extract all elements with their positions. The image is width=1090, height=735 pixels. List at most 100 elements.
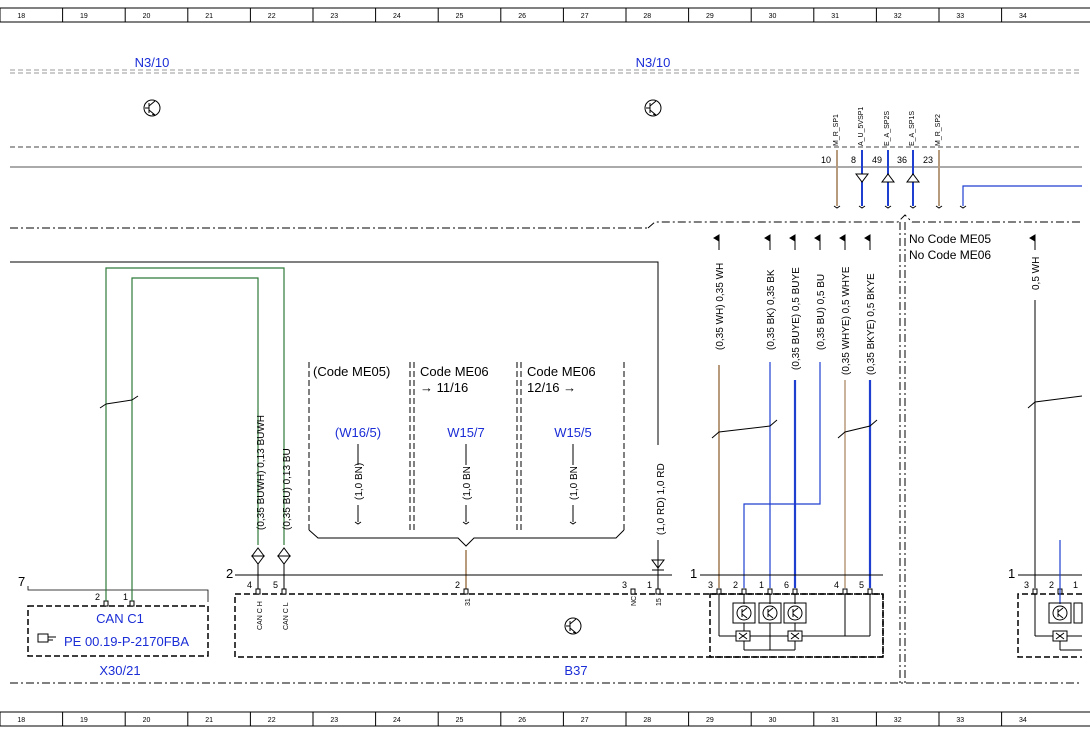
top-ruler-column-label: 33 [956, 13, 964, 20]
wire-label-whye: (0,35 WHYE) 0,5 WHYE [841, 266, 852, 375]
b37-label: B37 [564, 663, 587, 678]
section-boundaries [10, 214, 1082, 684]
x30-21-label: X30/21 [99, 663, 140, 678]
wire-label-bu: (0,35 BU) 0,5 BU [816, 274, 827, 350]
top-ruler-column-label: 29 [706, 13, 714, 20]
top-ruler-column-label: 22 [268, 13, 276, 20]
pin-number: 1 [1008, 566, 1015, 581]
pin-number: 23 [923, 155, 933, 165]
code-variant-sections [308, 362, 625, 547]
transistor-icon [736, 605, 752, 621]
wire-label-wh-right: 0,5 WH [1031, 257, 1042, 290]
top-ruler-column-label: 25 [456, 13, 464, 20]
bottom-ruler-column-label: 27 [581, 717, 589, 724]
transistor-icon [787, 605, 803, 621]
pin-function-label: CAN C H [257, 601, 264, 630]
pin-number: 5 [859, 580, 864, 590]
bottom-ruler-column-label: 32 [894, 717, 902, 724]
top-ruler-column-label: 20 [143, 13, 151, 20]
pin-number: 2 [733, 580, 738, 590]
transistor-icon [644, 99, 662, 117]
pin-function-label: 31 [465, 598, 472, 606]
code-me06-b-label: Code ME06 [527, 364, 596, 379]
wire-label-can-h: (0,35 BUWH) 0,13 BUWH [256, 415, 267, 530]
pointing-hand-icon [37, 633, 56, 643]
wire-label-can-l: (0,35 BU) 0,13 BU [282, 448, 293, 530]
bottom-ruler-column-label: 30 [769, 717, 777, 724]
arrow-down-icon [855, 173, 869, 183]
pin-number: 4 [247, 580, 252, 590]
top-ruler-column-label: 28 [643, 13, 651, 20]
bottom-ruler-column-label: 21 [205, 717, 213, 724]
top-ruler-column-label: 30 [769, 13, 777, 20]
b37-module: 2 4 5 2 3 1 CAN C H CAN C L 31 NC 15 B37 [226, 566, 884, 678]
arrow-up-icon [881, 173, 895, 183]
pin-number: 1 [1073, 580, 1078, 590]
wire-label-wh: (0,35 WH) 0,35 WH [715, 263, 726, 350]
bottom-ruler-column-label: 28 [643, 717, 651, 724]
sensor-wires: (0,35 WH) 0,35 WH (0,35 BK) 0,35 BK (0,3… [711, 234, 1083, 588]
code-me06-a-arrow: → 11/16 [420, 380, 468, 395]
pin-number: 7 [18, 574, 25, 589]
pin-number: 1 [647, 580, 652, 590]
transistor-icon [762, 605, 778, 621]
wire-label-bkye: (0,35 BKYE) 0,5 BKYE [866, 273, 877, 375]
w16-5-label: (W16/5) [335, 425, 381, 440]
wire-label-bn: (1,0 BN) [354, 463, 365, 500]
bottom-ruler-column-label: 23 [330, 717, 338, 724]
wire-label-rd: (1,0 RD) 1,0 RD [656, 463, 667, 535]
arrow-up-icon [906, 173, 920, 183]
bottom-ruler-column-label: 29 [706, 717, 714, 724]
x30-21-connector: 7 CAN C1 PE 00.19-P-2170FBA X30/21 2 1 [18, 574, 209, 678]
pin-number: 3 [708, 580, 713, 590]
wire-label-bn: (1,0 BN [462, 466, 473, 500]
code-me05-label: (Code ME05) [313, 364, 390, 379]
pe-reference-link[interactable]: PE 00.19-P-2170FBA [64, 634, 189, 649]
pin-number: 2 [95, 592, 100, 602]
pin-number: 1 [759, 580, 764, 590]
n3-10-connector-pins: M_R_SP1 A_U_5VSP1 E_A_SP2S E_A_SP1S M_R_… [821, 107, 1082, 209]
bottom-ruler-column-label: 26 [518, 717, 526, 724]
pin-number: 1 [690, 566, 697, 581]
transistor-icon [564, 617, 582, 635]
bottom-ruler-column-label: 22 [268, 717, 276, 724]
pin-number: 49 [872, 155, 882, 165]
right-sensor-module: 1 3 2 1 [1008, 540, 1083, 658]
pin-function-label: 15 [656, 598, 663, 606]
red-supply-wire [10, 261, 665, 590]
top-ruler-column-label: 18 [17, 13, 25, 20]
can-connector-arrows [251, 547, 291, 590]
bottom-ruler-column-label: 34 [1019, 717, 1027, 724]
pin-signal-label: M_R_SP1 [833, 114, 840, 146]
pin-number: 10 [821, 155, 831, 165]
pin-number: 8 [851, 155, 856, 165]
n3-10-region: N3/10 N3/10 [10, 55, 1082, 168]
pin-number: 2 [1049, 580, 1054, 590]
top-ruler-column-label: 27 [581, 13, 589, 20]
pin-signal-label: E_A_SP1S [909, 111, 916, 146]
transistor-icon [1052, 605, 1068, 621]
n3-10-left-label: N3/10 [135, 55, 170, 70]
top-ruler-column-label: 19 [80, 13, 88, 20]
top-ruler-column-label: 34 [1019, 13, 1027, 20]
bottom-ruler-column-label: 25 [456, 717, 464, 724]
pin-number: 1 [123, 592, 128, 602]
pin-number: 4 [834, 580, 839, 590]
wire-label-buye: (0,35 BUYE) 0,5 BUYE [791, 267, 802, 370]
can-bus-wires [105, 267, 285, 601]
pin-number: 3 [622, 580, 627, 590]
bottom-ruler-column-label: 31 [831, 717, 839, 724]
wire-label-bn: (1,0 BN [569, 466, 580, 500]
top-ruler-column-label: 26 [518, 13, 526, 20]
pin-number: 6 [784, 580, 789, 590]
wire-label-bk: (0,35 BK) 0,35 BK [766, 269, 777, 350]
pin-number: 2 [226, 566, 233, 581]
top-ruler-column-label: 31 [831, 13, 839, 20]
top-ruler-column-label: 23 [330, 13, 338, 20]
pin-number: 36 [897, 155, 907, 165]
top-ruler-column-label: 24 [393, 13, 401, 20]
